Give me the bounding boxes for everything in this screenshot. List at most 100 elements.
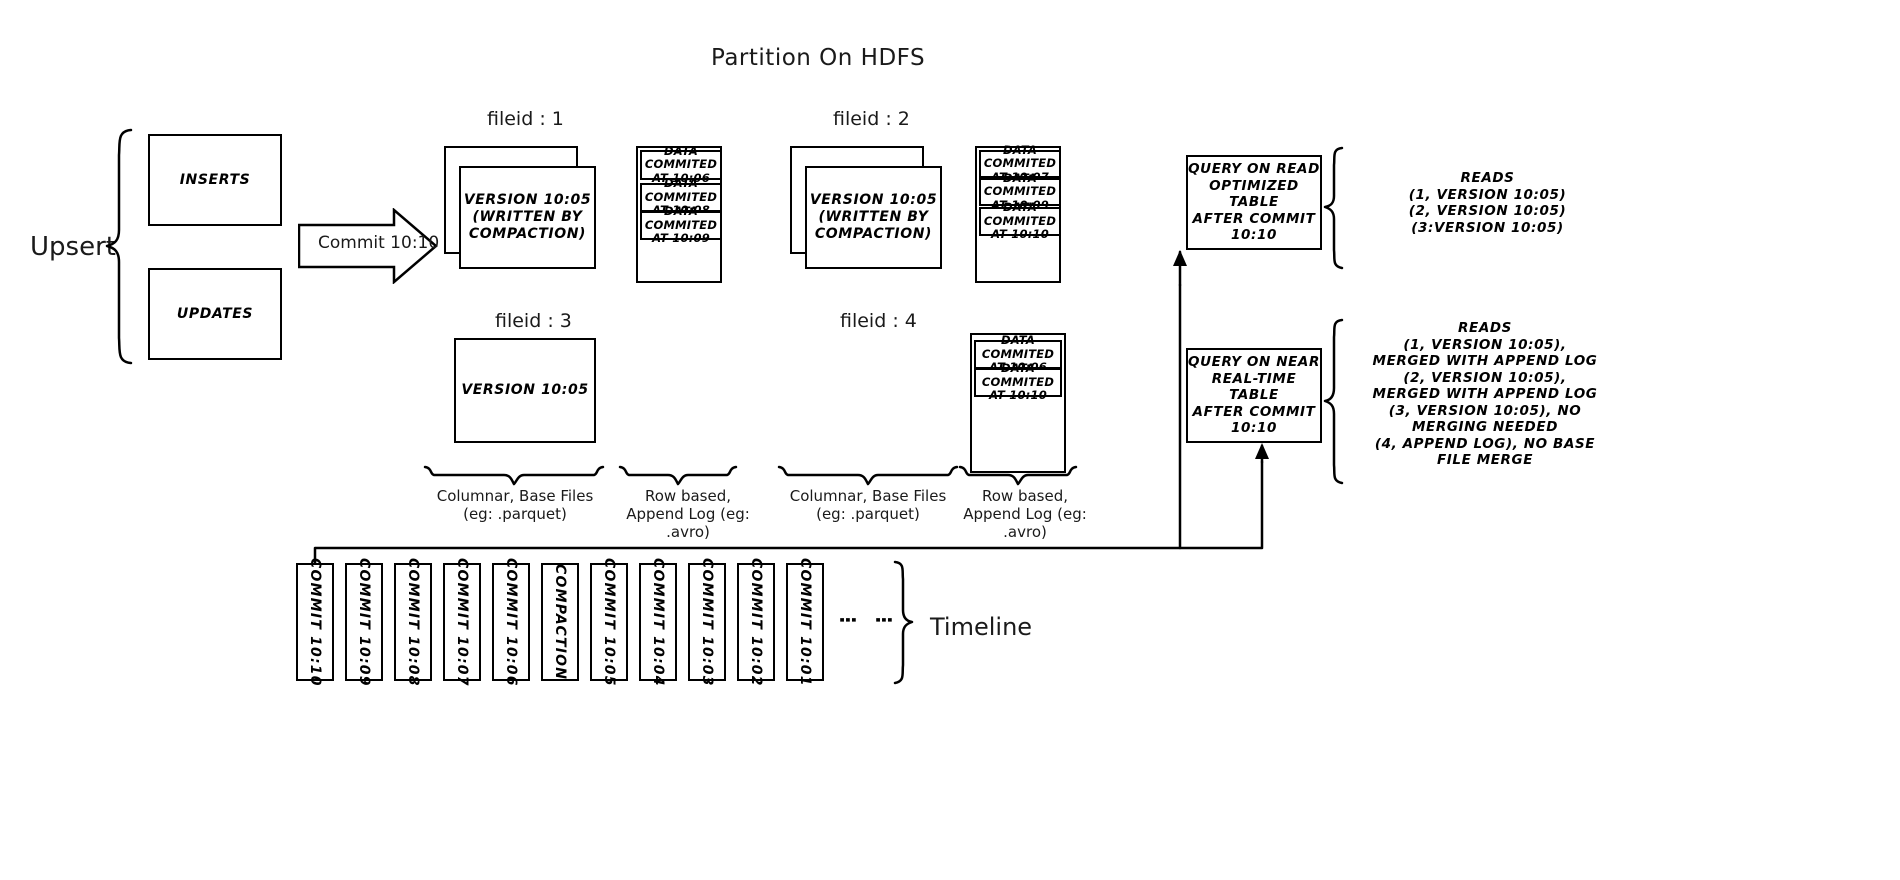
timeline-item-9[interactable]: COMMIT 10:02 — [737, 558, 775, 686]
timeline-label: Timeline — [930, 613, 1033, 641]
fileid-1-log-entry-0: DATA COMMITED AT 10:06 — [640, 144, 722, 184]
columnar-brace-right — [777, 465, 959, 486]
reads-ro-line2: (2, VERSION 10:05) — [1408, 203, 1567, 219]
log-entry-line1: DATA COMMITED — [983, 170, 1057, 199]
log-entry-line1: DATA COMMITED — [983, 200, 1057, 228]
query-nrt-line1: QUERY ON NEAR — [1188, 354, 1320, 371]
timeline-item-7-label: COMMIT 10:04 — [650, 557, 666, 687]
fileid-2-base-file-front: VERSION 10:05 (WRITTEN BY COMPACTION) — [805, 166, 942, 269]
fileid-3-base-file: VERSION 10:05 — [454, 338, 596, 443]
fileid-1-append-log: DATA COMMITED AT 10:06 DATA COMMITED AT … — [636, 144, 722, 283]
timeline-item-7[interactable]: COMMIT 10:04 — [639, 558, 677, 686]
columnar-caption-right-line2: (eg: .parquet) — [816, 505, 920, 523]
log-entry-line2: AT 10:06 — [652, 170, 710, 185]
reads-nrt-line0: READS — [1458, 320, 1512, 336]
timeline-item-2-label: COMMIT 10:08 — [405, 557, 421, 687]
log-entry-line2: AT 10:10 — [989, 388, 1047, 403]
fileid-4-header: fileid : 4 — [840, 310, 917, 332]
page-title: Partition On HDFS — [711, 45, 926, 71]
rowbased-caption-right-line3: .avro) — [1003, 523, 1047, 541]
timeline-item-0[interactable]: COMMIT 10:10 — [296, 558, 334, 686]
timeline-ellipsis-2: ⋮ — [872, 610, 896, 632]
timeline-item-3-label: COMMIT 10:07 — [454, 557, 470, 687]
columnar-caption-left: Columnar, Base Files (eg: .parquet) — [425, 487, 605, 523]
query-nrt-line4: 10:10 — [1231, 420, 1277, 437]
fileid-1-base-file-front: VERSION 10:05 (WRITTEN BY COMPACTION) — [459, 166, 596, 269]
query-near-realtime-box[interactable]: QUERY ON NEAR REAL-TIME TABLE AFTER COMM… — [1186, 348, 1322, 443]
log-entry-line2: AT 10:09 — [652, 231, 710, 246]
log-entry-line1: DATA COMMITED — [981, 361, 1055, 389]
timeline-item-1-label: COMMIT 10:09 — [356, 557, 372, 687]
timeline-brace — [893, 560, 914, 685]
timeline-item-4[interactable]: COMMIT 10:06 — [492, 558, 530, 686]
timeline-item-10-label: COMMIT 10:01 — [797, 557, 813, 687]
fileid-1-header: fileid : 1 — [487, 108, 564, 130]
timeline-item-10[interactable]: COMMIT 10:01 — [786, 558, 824, 686]
timeline-item-1[interactable]: COMMIT 10:09 — [345, 558, 383, 686]
connector-timeline-to-near-realtime — [1178, 460, 1264, 550]
query-read-optimized-box[interactable]: QUERY ON READ OPTIMIZED TABLE AFTER COMM… — [1186, 155, 1322, 250]
arrow-head-read-optimized — [1173, 250, 1187, 266]
rowbased-caption-right: Row based, Append Log (eg: .avro) — [955, 487, 1095, 541]
query-ro-line1: QUERY ON READ — [1188, 161, 1320, 178]
rowbased-caption-left-line2: Append Log (eg: — [626, 505, 750, 523]
fileid-1-base-line3: COMPACTION) — [468, 226, 587, 242]
reads-nrt-line3: (2, VERSION 10:05), — [1403, 369, 1567, 386]
columnar-caption-left-line1: Columnar, Base Files — [436, 487, 594, 505]
reads-read-optimized: READS (1, VERSION 10:05) (2, VERSION 10:… — [1355, 170, 1620, 236]
fileid-2-log-entry-2: DATA COMMITED AT 10:10 — [979, 201, 1061, 241]
timeline-item-6-label: COMMIT 10:05 — [601, 557, 617, 687]
timeline-item-3[interactable]: COMMIT 10:07 — [443, 558, 481, 686]
inserts-box: INSERTS — [148, 134, 282, 226]
reads-nrt-line7: (4, APPEND LOG), NO BASE — [1374, 435, 1596, 452]
timeline-item-5-label: COMPACTION — [552, 563, 568, 681]
commit-arrow — [297, 207, 438, 285]
reads-nrt-line1: (1, VERSION 10:05), — [1403, 336, 1567, 353]
timeline-item-8-label: COMMIT 10:03 — [699, 557, 715, 687]
log-entry-line2: AT 10:10 — [991, 227, 1049, 242]
rowbased-caption-right-line2: Append Log (eg: — [963, 505, 1087, 523]
rowbased-caption-left-line1: Row based, — [644, 487, 731, 505]
commit-arrow-label: Commit 10:10 — [318, 233, 440, 253]
fileid-2-header: fileid : 2 — [833, 108, 910, 130]
query-nrt-line3: AFTER COMMIT — [1192, 403, 1316, 420]
reads-brace-read-optimized — [1323, 146, 1344, 270]
log-entry-line1: DATA COMMITED — [644, 204, 718, 232]
reads-ro-line0: READS — [1460, 170, 1515, 186]
reads-nrt-line8: FILE MERGE — [1436, 452, 1534, 468]
fileid-2-base-line2: (WRITTEN BY — [818, 209, 929, 225]
rowbased-caption-left-line3: .avro) — [666, 523, 710, 541]
timeline-item-0-label: COMMIT 10:10 — [307, 557, 323, 687]
timeline-item-4-label: COMMIT 10:06 — [503, 557, 519, 687]
rowbased-caption-left: Row based, Append Log (eg: .avro) — [618, 487, 758, 541]
timeline-ellipsis-1: ⋮ — [836, 610, 860, 632]
query-ro-line3: AFTER COMMIT — [1192, 210, 1316, 227]
reads-nrt-line6: MERGING NEEDED — [1411, 419, 1558, 435]
fileid-3-base-line1: VERSION 10:05 — [461, 382, 589, 398]
updates-label: UPDATES — [176, 305, 254, 322]
log-entry-line1: DATA COMMITED — [644, 176, 718, 204]
timeline-item-8[interactable]: COMMIT 10:03 — [688, 558, 726, 686]
fileid-2-append-log: DATA COMMITED AT 10:07 DATA COMMITED AT … — [975, 143, 1061, 283]
inserts-label: INSERTS — [179, 171, 251, 188]
timeline-item-2[interactable]: COMMIT 10:08 — [394, 558, 432, 686]
reads-ro-line1: (1, VERSION 10:05) — [1408, 186, 1567, 203]
fileid-3-header: fileid : 3 — [495, 310, 572, 332]
timeline-item-5[interactable]: COMPACTION — [541, 563, 579, 681]
columnar-caption-right-line1: Columnar, Base Files — [789, 487, 947, 505]
reads-nrt-line2: MERGED WITH APPEND LOG — [1372, 353, 1598, 369]
columnar-brace-left — [423, 465, 605, 486]
timeline-item-6[interactable]: COMMIT 10:05 — [590, 558, 628, 686]
updates-box: UPDATES — [148, 268, 282, 360]
query-read-optimized-text: QUERY ON READ OPTIMIZED TABLE AFTER COMM… — [1188, 161, 1320, 244]
rowbased-caption-right-line1: Row based, — [981, 487, 1068, 505]
fileid-4-append-log: DATA COMMITED AT 10:06 DATA COMMITED AT … — [970, 333, 1066, 473]
arrow-head-near-realtime — [1255, 443, 1269, 459]
reads-ro-line3: (3:VERSION 10:05) — [1411, 219, 1564, 236]
fileid-1-base-text: VERSION 10:05 (WRITTEN BY COMPACTION) — [464, 192, 591, 243]
columnar-caption-left-line2: (eg: .parquet) — [463, 505, 567, 523]
fileid-2-base-text: VERSION 10:05 (WRITTEN BY COMPACTION) — [810, 192, 937, 243]
query-ro-line2: OPTIMIZED TABLE — [1209, 177, 1299, 211]
upsert-label: Upsert — [30, 232, 116, 262]
